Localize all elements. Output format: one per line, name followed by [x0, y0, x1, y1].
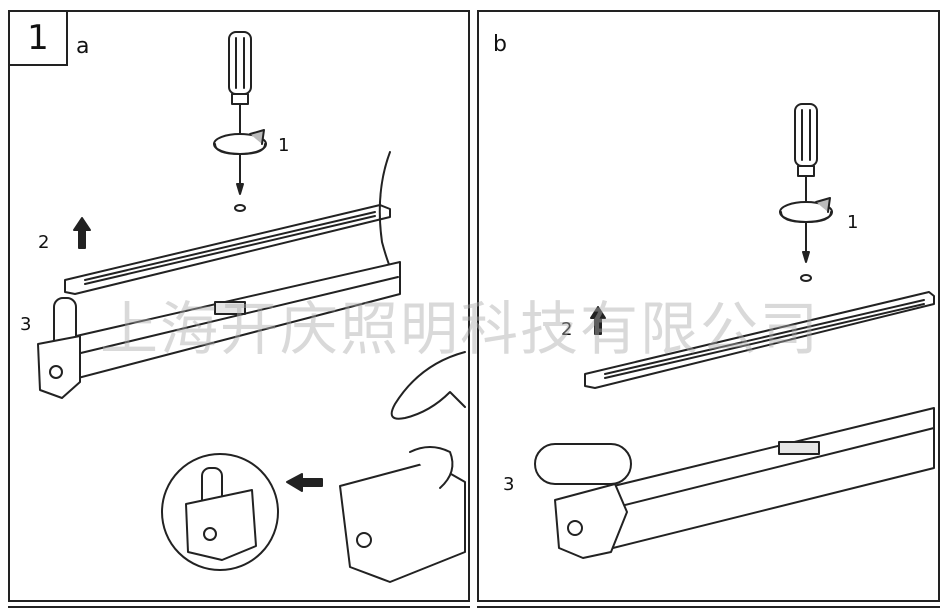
panel-a: 1 a	[8, 10, 470, 602]
hand	[390, 351, 466, 420]
panel-b-bottom-border	[477, 606, 940, 608]
callout-1: 1	[278, 135, 290, 156]
callout-2: 2	[38, 232, 50, 253]
up-arrow-icon	[73, 217, 91, 249]
cover-plate	[584, 291, 935, 389]
callout-3: 3	[503, 474, 515, 495]
callout-3: 3	[20, 314, 32, 335]
end-cap	[534, 443, 632, 559]
callout-2: 2	[561, 319, 573, 340]
panel-b: b	[477, 10, 940, 602]
panel-b-letter: b	[493, 32, 507, 57]
panel-a-bottom-border	[8, 606, 470, 608]
rotation-arrow-icon	[213, 129, 267, 155]
batten-body	[588, 407, 935, 553]
screwdriver-icon	[228, 31, 252, 195]
detail-circle	[161, 453, 279, 571]
callout-1: 1	[847, 212, 859, 233]
panel-a-letter: a	[76, 34, 90, 59]
screw-icon	[800, 274, 812, 282]
step-number-box: 1	[10, 12, 68, 66]
screw-icon	[234, 204, 246, 212]
panel-b-illustration	[534, 103, 935, 559]
panel-a-illustration	[37, 31, 466, 583]
screwdriver-icon	[794, 103, 818, 263]
left-arrow-icon	[286, 473, 323, 492]
rotation-arrow-icon	[779, 197, 833, 223]
end-cap	[37, 297, 81, 399]
up-arrow-icon	[590, 306, 606, 335]
end-cap-detail	[339, 446, 466, 583]
